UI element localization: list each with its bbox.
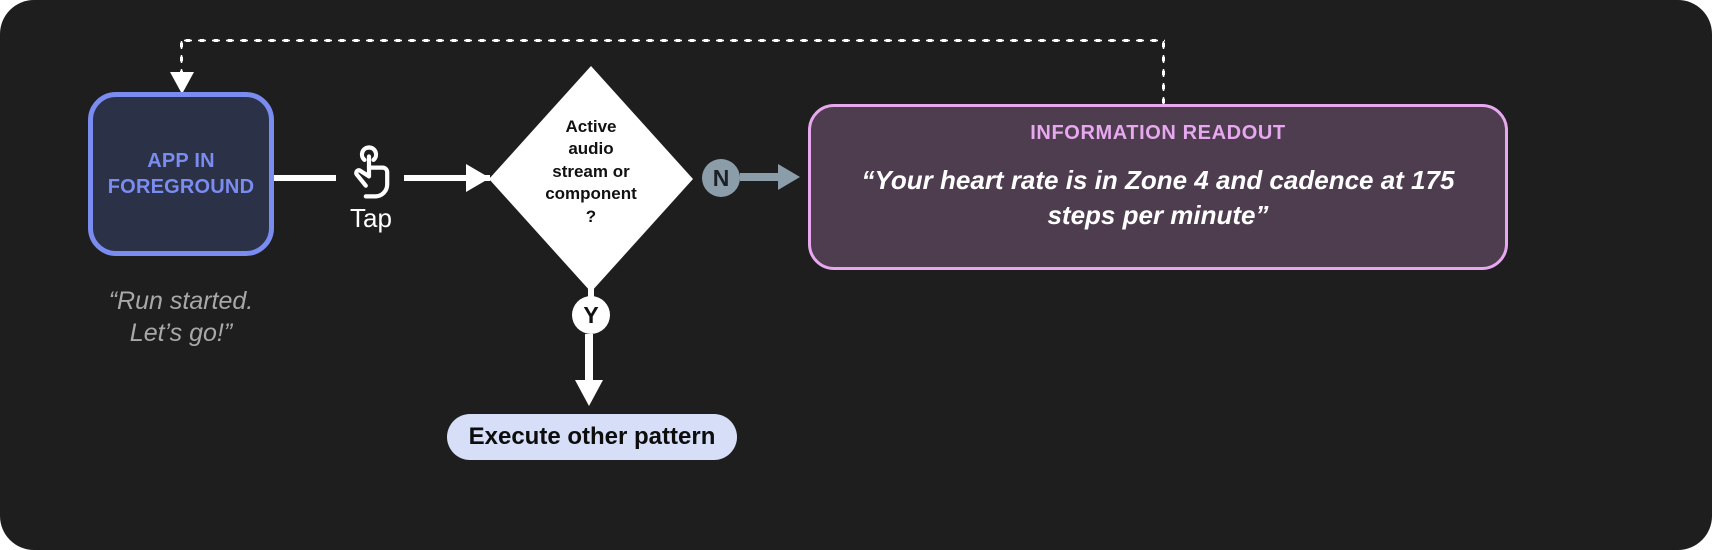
gesture-tap-group: Tap bbox=[336, 141, 406, 241]
node-decision-audio-stream[interactable]: Active audio stream or component ? bbox=[489, 66, 693, 292]
connector-decision-arrowhead-icon bbox=[466, 164, 490, 192]
branch-badge-yes: Y bbox=[572, 296, 610, 334]
node-information-readout[interactable]: INFORMATION READOUT “Your heart rate is … bbox=[808, 104, 1508, 270]
app-node-label: APP IN FOREGROUND bbox=[107, 150, 255, 198]
app-node-caption: “Run started. Let’s go!” bbox=[108, 287, 254, 347]
execute-other-pattern-label: Execute other pattern bbox=[468, 423, 716, 450]
branch-badge-no: N bbox=[702, 159, 740, 197]
feedback-loop-top-segment bbox=[181, 38, 1165, 43]
connector-no-arrowhead-icon bbox=[778, 164, 800, 190]
feedback-loop-right-segment bbox=[1161, 38, 1166, 104]
tap-hand-icon bbox=[354, 145, 390, 199]
connector-yes-arrowhead-icon bbox=[575, 380, 603, 406]
readout-body: “Your heart rate is in Zone 4 and cadenc… bbox=[861, 165, 1455, 230]
connector-yes-branch-lower bbox=[585, 334, 593, 384]
connector-tap-to-decision bbox=[404, 175, 490, 181]
readout-title: INFORMATION READOUT bbox=[1030, 122, 1286, 144]
connector-no-branch bbox=[740, 173, 782, 181]
node-app-in-foreground[interactable]: APP IN FOREGROUND bbox=[88, 92, 274, 256]
decision-label: Active audio stream or component ? bbox=[545, 117, 637, 226]
gesture-tap-label: Tap bbox=[350, 203, 392, 233]
connector-app-to-tap bbox=[274, 175, 336, 181]
connector-yes-branch-upper bbox=[588, 288, 594, 300]
feedback-loop-left-segment bbox=[179, 38, 184, 76]
node-execute-other-pattern[interactable]: Execute other pattern bbox=[447, 414, 737, 460]
feedback-loop-arrowhead-icon bbox=[170, 72, 194, 94]
